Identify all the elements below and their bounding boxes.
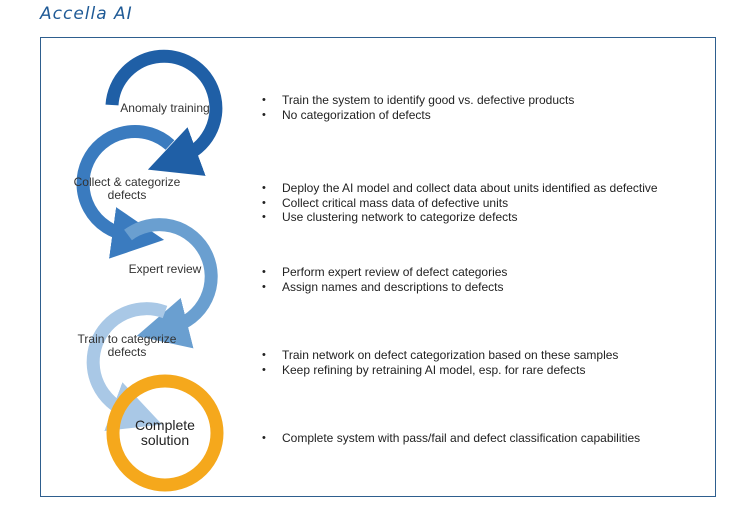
step-label-3: Expert review [128, 262, 202, 276]
step-1-bullets: Train the system to identify good vs. de… [262, 93, 574, 122]
step-label-5: Complete solution [135, 417, 195, 448]
step-3-bullets: Perform expert review of defect categori… [262, 265, 507, 294]
brand-logo: Accella AI [40, 4, 133, 24]
step-ring-collect-categorize [76, 125, 175, 259]
step-ring-complete-solution [106, 374, 224, 492]
step-4-bullets: Train network on defect categorization b… [262, 348, 618, 377]
bullet-item: Assign names and descriptions to defects [262, 280, 507, 295]
bullet-item: Collect critical mass data of defective … [262, 196, 658, 211]
step-ring-anomaly-training [105, 49, 223, 176]
step-label-4: Train to categorize defects [77, 332, 177, 359]
bullet-item: Use clustering network to categorize def… [262, 210, 658, 225]
bullet-item: Complete system with pass/fail and defec… [262, 431, 640, 446]
bullet-item: No categorization of defects [262, 108, 574, 123]
step-5-bullets: Complete system with pass/fail and defec… [262, 431, 640, 446]
bullet-item: Train network on defect categorization b… [262, 348, 618, 363]
step-2-bullets: Deploy the AI model and collect data abo… [262, 181, 658, 225]
step-ring-expert-review [124, 218, 218, 349]
content-frame [40, 37, 716, 497]
step-ring-train-categorize [86, 302, 168, 431]
step-label-2: Collect & categorize defects [73, 175, 181, 202]
bullet-item: Keep refining by retraining AI model, es… [262, 363, 618, 378]
bullet-item: Train the system to identify good vs. de… [262, 93, 574, 108]
bullet-item: Perform expert review of defect categori… [262, 265, 507, 280]
step-label-1: Anomaly training [120, 101, 210, 115]
bullet-item: Deploy the AI model and collect data abo… [262, 181, 658, 196]
